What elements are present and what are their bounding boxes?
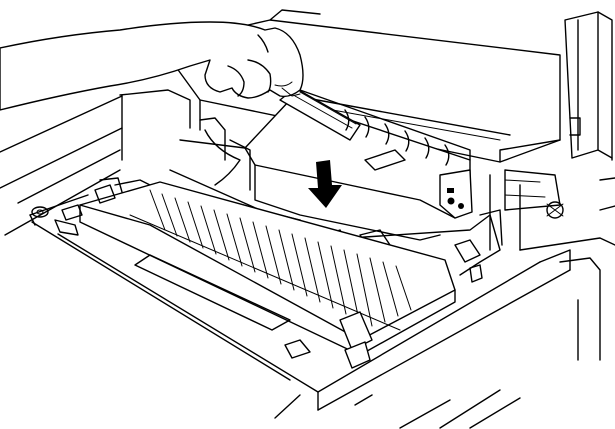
- paper-feed-grate: [79, 181, 456, 369]
- drum-unit: [244, 87, 473, 241]
- top-cover: [159, 9, 561, 163]
- printer-chassis: [0, 11, 615, 429]
- left-fittings: [31, 177, 123, 236]
- hand-icon: [0, 21, 304, 111]
- down-arrow-icon: [308, 160, 342, 208]
